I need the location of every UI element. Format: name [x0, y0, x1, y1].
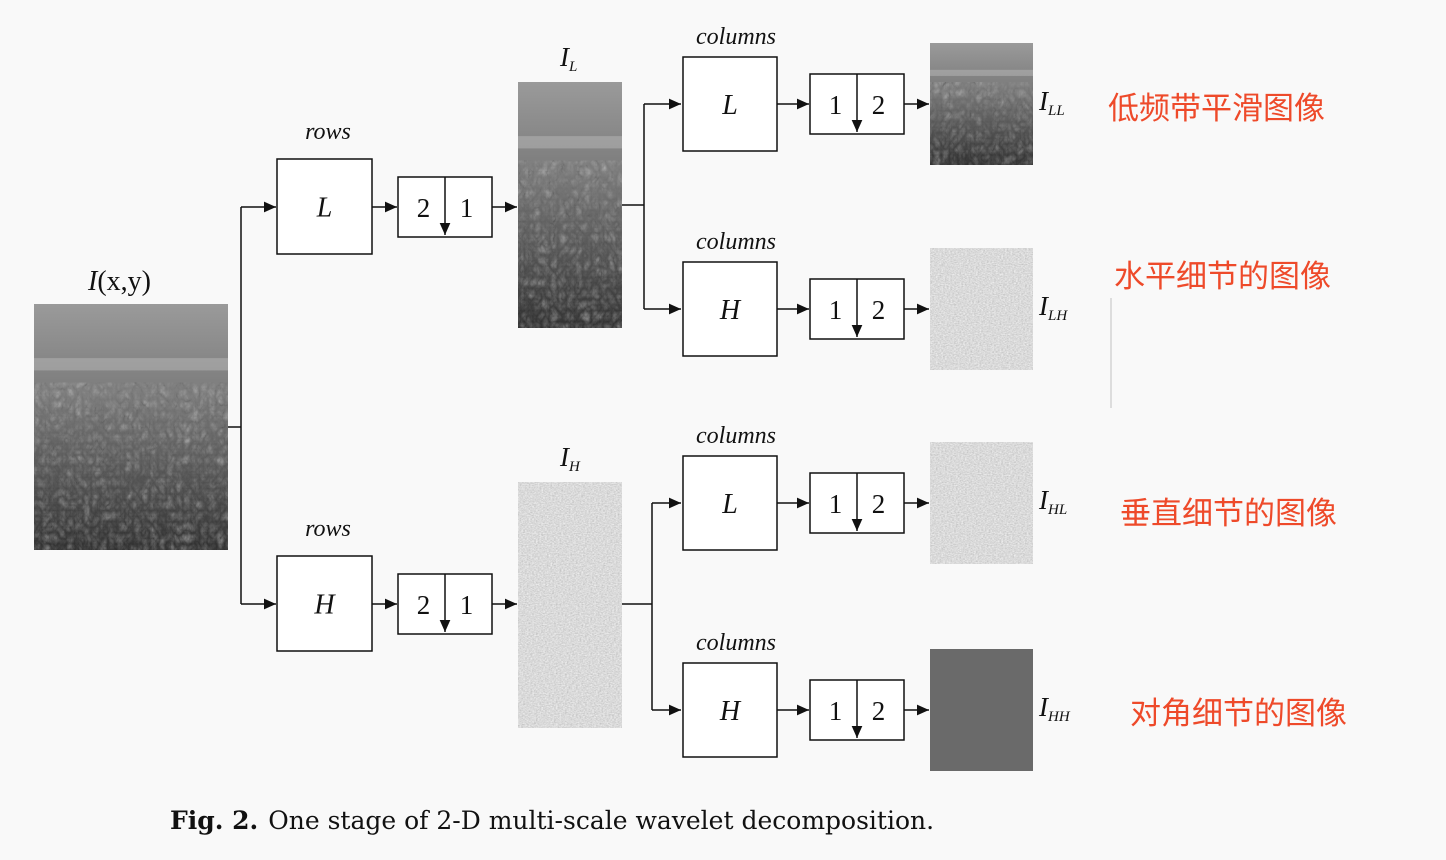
row-filter-0-letter: L [316, 193, 333, 224]
caption-label: Fig. 2. [170, 806, 259, 835]
figure-caption: Fig. 2. One stage of 2-D multi-scale wave… [170, 806, 934, 835]
input-label: I(x,y) [87, 266, 151, 297]
col-output-image-3 [930, 649, 1033, 771]
col-output-image-1 [930, 248, 1033, 370]
col-downsample-0-left: 1 [829, 90, 843, 120]
col-output-image-1-texture [930, 248, 1033, 370]
col-title-0: columns [696, 24, 776, 50]
annotation-note-1: 水平细节的图像 [1114, 259, 1331, 295]
col-title-1: columns [696, 229, 776, 255]
row-output-label-1: IH [559, 442, 581, 475]
col-output-image-0-river [930, 69, 1033, 76]
row-output-image-1 [518, 482, 622, 728]
row-output-image-1-texture [518, 482, 622, 728]
col-downsample-2-left: 1 [829, 489, 843, 519]
caption-text: One stage of 2-D multi-scale wavelet dec… [268, 806, 935, 835]
row-filter-0 [276, 158, 373, 255]
col-output-image-2-texture [930, 442, 1033, 564]
row-output-image-0-river [518, 136, 622, 149]
row-output-label-0: IL [559, 42, 577, 75]
col-downsample-3-right: 2 [872, 696, 886, 726]
col-output-image-0 [930, 43, 1033, 165]
col-filter-2-letter: L [721, 489, 738, 520]
col-output-image-3-texture [930, 649, 1033, 771]
col-title-3: columns [696, 630, 776, 656]
col-downsample-3-left: 1 [829, 696, 843, 726]
row-downsample-1-right: 1 [460, 590, 474, 620]
row-filter-1-letter: H [313, 590, 336, 621]
col-output-label-3: IHH [1038, 692, 1071, 725]
col-downsample-1-left: 1 [829, 295, 843, 325]
col-filter-1 [682, 261, 778, 357]
row-output-image-0-city [518, 160, 622, 328]
col-filter-1-letter: H [719, 295, 742, 326]
annotation-note-2: 垂直细节的图像 [1120, 496, 1337, 532]
input-image [34, 304, 228, 550]
row-title-0: rows [305, 119, 351, 145]
col-downsample-2-right: 2 [872, 489, 886, 519]
col-title-2: columns [696, 423, 776, 449]
col-filter-3-letter: H [719, 696, 742, 727]
input-image-city [34, 382, 228, 550]
annotation-note-3: 对角细节的图像 [1130, 696, 1347, 732]
col-downsample-1-right: 2 [872, 295, 886, 325]
row-output-image-0 [518, 82, 622, 328]
col-output-image-2 [930, 442, 1033, 564]
col-output-image-0-city [930, 82, 1033, 165]
row-title-1: rows [305, 516, 351, 542]
row-downsample-0-right: 1 [460, 193, 474, 223]
col-downsample-0-right: 2 [872, 90, 886, 120]
col-output-label-2: IHL [1038, 485, 1067, 518]
row-downsample-1-left: 2 [417, 590, 431, 620]
col-filter-0 [682, 56, 778, 152]
col-output-label-1: ILH [1038, 291, 1068, 324]
row-filter-1 [276, 555, 373, 652]
col-filter-3 [682, 662, 778, 758]
col-filter-0-letter: L [721, 90, 738, 121]
col-output-label-0: ILL [1038, 86, 1065, 119]
input-image-river [34, 358, 228, 371]
row-downsample-0-left: 2 [417, 193, 431, 223]
annotation-note-0: 低频带平滑图像 [1108, 91, 1325, 127]
